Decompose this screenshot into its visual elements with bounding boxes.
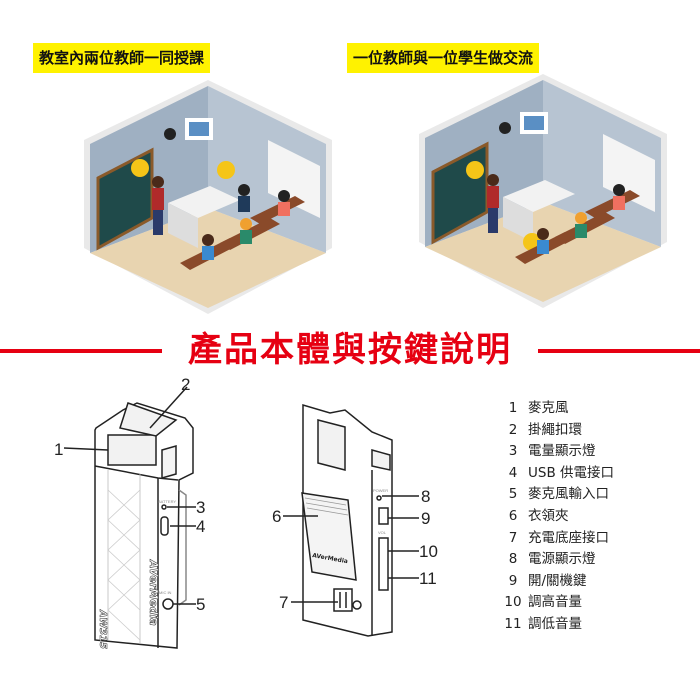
parts-legend: 1 麥克風 2 掛繩扣環 3 電量顯示燈 4 USB 供電接口 5 麥克風輸入口 6 衣領夾… [502, 398, 614, 636]
legend-label: 麥克風 [528, 400, 569, 416]
scene-label-team-teaching: 教室內兩位教師一同授課 [33, 43, 211, 73]
section-header: 產品本體與按鍵說明 [0, 326, 700, 374]
legend-number: 7 [508, 529, 518, 546]
legend-item: 7 充電底座接口 [502, 528, 614, 550]
legend-number: 1 [508, 400, 518, 416]
vol-label: VOL [378, 530, 387, 535]
legend-item: 10 調高音量 [502, 592, 614, 614]
battery-label: BATTERY [158, 499, 176, 504]
legend-number: 4 [508, 464, 518, 481]
battery-led [161, 504, 167, 510]
legend-item: 6 衣領夾 [502, 506, 614, 528]
legend-label: 調低音量 [528, 615, 582, 632]
teacher-figure [238, 184, 250, 212]
classroom-illustration-1 [84, 80, 332, 314]
legend-number: 3 [508, 443, 518, 460]
collar-clip [301, 492, 357, 581]
legend-item: 2 掛繩扣環 [502, 420, 614, 442]
legend-number: 2 [508, 421, 518, 438]
speech-bubble-icon [466, 161, 484, 179]
callout-10: 10 [419, 542, 438, 561]
legend-item: 3 電量顯示燈 [502, 441, 614, 463]
legend-item: 4 USB 供電接口 [502, 463, 614, 485]
legend-number: 8 [508, 551, 518, 568]
legend-label: 電源顯示燈 [528, 551, 596, 568]
callout-11: 11 [419, 569, 437, 588]
speech-bubble-icon [217, 161, 235, 179]
callout-4: 4 [196, 517, 205, 536]
legend-item: 1 麥克風 [502, 398, 614, 420]
legend-label: 掛繩扣環 [528, 421, 582, 438]
legend-item: 11 調低音量 [502, 614, 614, 636]
callout-3: 3 [196, 498, 205, 517]
teacher-figure [152, 176, 164, 235]
callout-7: 7 [279, 593, 288, 612]
power-led [376, 495, 382, 501]
legend-label: 開/關機鍵 [528, 572, 587, 589]
legend-item: 8 電源顯示燈 [502, 549, 614, 571]
callout-1: 1 [54, 440, 63, 459]
brand-logo: AVerMedia [147, 559, 160, 626]
callout-2: 2 [181, 375, 190, 394]
power-label: POWER [373, 488, 388, 493]
volume-rocker[interactable] [378, 537, 389, 591]
legend-label: 衣領夾 [528, 507, 569, 524]
teacher-figure [487, 174, 499, 233]
legend-number: 9 [508, 572, 518, 589]
section-title: 產品本體與按鍵說明 [188, 330, 512, 370]
legend-item: 5 麥克風輸入口 [502, 484, 614, 506]
legend-number: 10 [504, 594, 522, 611]
legend-number: 11 [504, 615, 522, 632]
device-front-view [94, 402, 194, 649]
model-label: AW315 [97, 609, 108, 649]
callout-8: 8 [421, 487, 430, 506]
speech-bubble-icon [131, 159, 149, 177]
legend-number: 6 [508, 507, 518, 524]
callout-5: 5 [196, 595, 205, 614]
legend-label: 電量顯示燈 [528, 443, 596, 460]
legend-label: USB 供電接口 [528, 464, 615, 481]
legend-label: 麥克風輸入口 [528, 486, 609, 503]
mic-in-label: MIC IN [159, 590, 172, 595]
classroom-illustration-2 [419, 74, 667, 308]
legend-number: 5 [508, 486, 518, 503]
callout-9: 9 [421, 509, 430, 528]
legend-label: 調高音量 [528, 594, 582, 611]
callout-6: 6 [272, 507, 281, 526]
charging-dock-port[interactable] [333, 588, 353, 612]
legend-label: 充電底座接口 [528, 529, 609, 546]
usb-port[interactable] [160, 516, 169, 536]
power-button[interactable] [378, 507, 389, 525]
device-back-view [301, 403, 393, 637]
legend-item: 9 開/關機鍵 [502, 571, 614, 593]
divider [538, 349, 700, 353]
scene-label-teacher-student: 一位教師與一位學生做交流 [347, 43, 540, 73]
divider [0, 349, 162, 353]
